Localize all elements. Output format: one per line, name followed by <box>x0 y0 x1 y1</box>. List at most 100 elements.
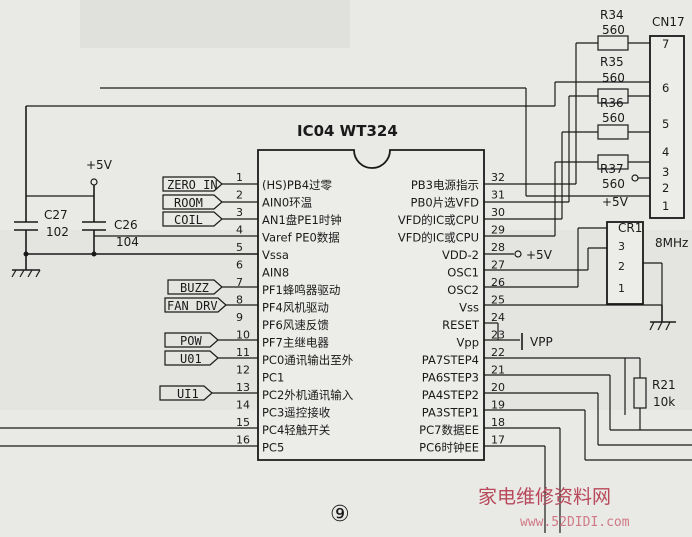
left-pin-label: PC3遥控接收 <box>262 406 331 420</box>
left-pin-label: Vssa <box>262 248 289 262</box>
svg-text:8MHz: 8MHz <box>655 236 688 250</box>
ic-body <box>257 149 485 461</box>
vpp-mark: VPP <box>521 333 553 350</box>
svg-text:3: 3 <box>618 240 625 253</box>
ic-right-pins: 32PB3电源指示31PB0片选VFD30VFD的IC或CPU29VFD的IC或… <box>398 171 505 455</box>
right-pin-number: 21 <box>491 364 505 377</box>
top-bus-wires <box>26 82 556 196</box>
svg-text:CN17: CN17 <box>652 15 685 29</box>
right-pin-number: 22 <box>491 346 505 359</box>
right-pin-label: Vpp <box>457 336 479 350</box>
supply-5v-vdd: +5V <box>514 248 553 262</box>
right-pin-label: PB0片选VFD <box>411 196 480 210</box>
cap-c26: C26 104 <box>82 184 139 254</box>
left-pin-label: Varef PE0数据 <box>262 231 340 245</box>
cn17-pin-number: 7 <box>662 37 669 51</box>
svg-text:2: 2 <box>618 260 625 273</box>
left-pin-number: 1 <box>236 171 243 184</box>
svg-text:560: 560 <box>602 23 625 37</box>
left-pin-number: 9 <box>236 311 243 324</box>
ground-right <box>649 305 676 331</box>
svg-text:R21: R21 <box>652 378 676 392</box>
connector-zero-in: ZERO IN <box>162 176 223 192</box>
svg-text:VPP: VPP <box>530 335 553 349</box>
right-pin-label: PA7STEP4 <box>422 353 479 367</box>
svg-text:R35: R35 <box>600 55 624 69</box>
left-pin-number: 5 <box>236 241 243 254</box>
right-pin-label: RESET <box>442 318 480 332</box>
svg-text:C27: C27 <box>44 208 68 222</box>
ic-title: IC04 WT324 <box>297 122 398 140</box>
cn17-pin-number: 3 <box>662 165 669 179</box>
left-pin-label: PF7主继电器 <box>262 336 329 350</box>
right-pin-number: 32 <box>491 171 505 184</box>
figure-number: ⑨ <box>330 502 350 527</box>
right-pin-label: OSC1 <box>447 266 479 280</box>
connector-room: ROOM <box>162 194 223 210</box>
left-pin-label: AN1盘PE1时钟 <box>262 213 342 227</box>
svg-text:R36: R36 <box>600 96 624 110</box>
resistor-array-wires <box>526 42 650 197</box>
right-pin-number: 28 <box>491 241 505 254</box>
svg-text:ROOM: ROOM <box>174 196 203 210</box>
right-pin-label: OSC2 <box>447 283 479 297</box>
ground-left <box>11 251 258 278</box>
watermark-url: www.52DIDI.com <box>520 515 630 530</box>
left-pin-number: 13 <box>236 381 250 394</box>
svg-text:560: 560 <box>602 177 625 191</box>
connector-coil: COIL <box>162 211 223 227</box>
svg-text:U01: U01 <box>180 352 202 366</box>
left-pin-label: PF4风机驱动 <box>262 301 329 315</box>
left-pin-number: 6 <box>236 259 243 272</box>
svg-text:10k: 10k <box>653 395 675 409</box>
svg-text:+5V: +5V <box>602 195 629 209</box>
resistor-r34: R34 560 <box>597 8 629 51</box>
connector-buzz: BUZZ <box>167 279 223 295</box>
right-pin-number: 20 <box>491 381 505 394</box>
right-pin-number: 30 <box>491 206 505 219</box>
left-pin-number: 14 <box>236 399 250 412</box>
left-pin-label: PC4轻触开关 <box>262 423 331 437</box>
right-pin-number: 18 <box>491 416 505 429</box>
left-pin-number: 15 <box>236 416 250 429</box>
left-pin-label: PC2外机通讯输入 <box>262 388 354 402</box>
left-pin-label: PC0通讯输出至外 <box>262 353 354 367</box>
watermark-cn: 家电维修资料网 <box>478 486 611 508</box>
svg-text:C26: C26 <box>114 218 138 232</box>
right-pin-label: PB3电源指示 <box>411 178 479 192</box>
left-pin-label: PC1 <box>262 371 284 385</box>
svg-text:R37: R37 <box>600 162 624 176</box>
connector-fan-drv: FAN DRV <box>164 297 227 313</box>
right-pin-number: 31 <box>491 189 505 202</box>
resistor-r37: R37 560 <box>597 154 629 191</box>
svg-text:POW: POW <box>180 334 202 348</box>
right-pin-label: VDD-2 <box>442 248 479 262</box>
left-pin-number: 4 <box>236 224 243 237</box>
left-pin-number: 10 <box>236 329 250 342</box>
crystal-cr1: CR1 8MHz 3 2 1 <box>606 221 688 305</box>
svg-text:UI1: UI1 <box>177 387 199 401</box>
right-pin-label: PC7数据EE <box>419 423 479 437</box>
right-pin-label: PA3STEP1 <box>422 406 479 420</box>
svg-text:104: 104 <box>116 235 139 249</box>
cn17-pin-number: 2 <box>662 181 669 195</box>
connector-pow: POW <box>164 332 219 348</box>
left-pin-label: AIN8 <box>262 266 289 280</box>
cn17-pin-number: 5 <box>662 117 669 131</box>
svg-text:R34: R34 <box>600 8 624 22</box>
left-pin-label: PF6风速反馈 <box>262 318 329 332</box>
svg-text:560: 560 <box>602 111 625 125</box>
left-pin-label: (HS)PB4过零 <box>262 178 333 192</box>
left-pin-label: AIN0环温 <box>262 196 313 210</box>
right-pin-label: PC6时钟EE <box>419 441 479 455</box>
resistor-r21: R21 10k <box>625 357 676 430</box>
left-pin-number: 3 <box>236 206 243 219</box>
left-pin-number: 2 <box>236 189 243 202</box>
resistor-r36: R36 560 <box>597 96 629 140</box>
right-pin-label: VFD的IC或CPU <box>398 231 479 245</box>
svg-text:COIL: COIL <box>174 213 203 227</box>
svg-text:BUZZ: BUZZ <box>180 281 209 295</box>
